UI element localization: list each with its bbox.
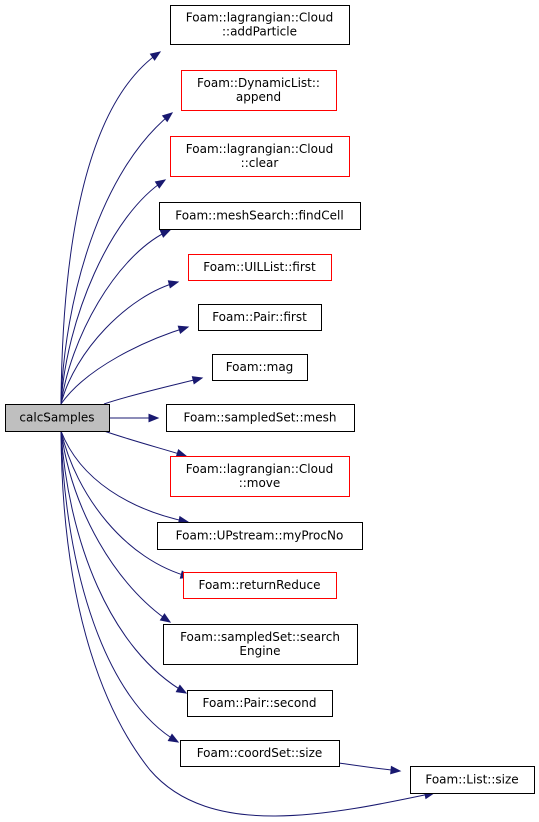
edge-calcSamples-to-cloud-clear bbox=[60, 179, 167, 405]
edge-calcSamples-to-cloud-move bbox=[103, 430, 188, 458]
edges-layer bbox=[60, 51, 436, 817]
arrowhead-icon bbox=[177, 325, 190, 334]
node-box[interactable] bbox=[183, 572, 337, 599]
node-coordset-size[interactable]: Foam::coordSet::size bbox=[180, 740, 340, 767]
node-label: Foam::meshSearch::findCell bbox=[175, 209, 343, 223]
arrowhead-icon bbox=[154, 179, 167, 189]
node-cloud-clear[interactable]: Foam::lagrangian::Cloud::clear bbox=[170, 136, 350, 177]
node-box[interactable] bbox=[187, 690, 333, 717]
node-meshsearch-findcell[interactable]: Foam::meshSearch::findCell bbox=[159, 202, 361, 230]
node-returnreduce[interactable]: Foam::returnReduce bbox=[183, 572, 337, 599]
node-label: Foam::sampledSet::search bbox=[180, 630, 340, 644]
node-label: Foam::returnReduce bbox=[198, 578, 320, 592]
edge-line bbox=[60, 281, 179, 405]
node-box[interactable] bbox=[170, 5, 350, 45]
node-label: Foam::coordSet::size bbox=[197, 746, 323, 760]
edge-line bbox=[60, 229, 171, 405]
node-label: ::move bbox=[239, 476, 281, 490]
node-sampledset-mesh[interactable]: Foam::sampledSet::mesh bbox=[166, 404, 355, 432]
node-box[interactable] bbox=[166, 404, 355, 432]
node-box[interactable] bbox=[198, 304, 322, 331]
arrowhead-icon bbox=[191, 376, 204, 385]
node-list-size[interactable]: Foam::List::size bbox=[410, 766, 535, 794]
edge-calcSamples-to-uillist-first bbox=[60, 280, 180, 405]
arrowhead-icon bbox=[159, 613, 172, 623]
node-label: Foam::lagrangian::Cloud bbox=[186, 142, 333, 156]
node-label: ::addParticle bbox=[222, 25, 297, 39]
edge-coordset-size-to-list-size bbox=[338, 762, 402, 775]
edge-calcSamples-to-coordset-size bbox=[60, 430, 180, 743]
node-cloud-move[interactable]: Foam::lagrangian::Cloud::move bbox=[170, 456, 350, 497]
edge-calcSamples-to-dynamiclist-append bbox=[60, 112, 174, 405]
node-pair-first[interactable]: Foam::Pair::first bbox=[198, 304, 322, 331]
arrowhead-icon bbox=[159, 229, 172, 238]
node-label: Foam::Pair::first bbox=[212, 310, 307, 324]
edge-line bbox=[60, 112, 173, 405]
arrowhead-icon bbox=[149, 51, 162, 61]
node-box[interactable] bbox=[170, 136, 350, 177]
node-box[interactable] bbox=[163, 624, 358, 665]
node-label: calcSamples bbox=[19, 411, 94, 425]
node-pair-second[interactable]: Foam::Pair::second bbox=[187, 690, 333, 717]
edge-calcSamples-to-sampledset-searchengine bbox=[60, 430, 172, 623]
edge-calcSamples-to-sampledset-mesh bbox=[109, 413, 160, 423]
node-label: Foam::UILList::first bbox=[203, 260, 316, 274]
edge-line bbox=[103, 430, 187, 457]
edge-line bbox=[60, 51, 161, 405]
edge-line bbox=[60, 179, 166, 405]
node-label: Foam::sampledSet::mesh bbox=[184, 411, 337, 425]
edge-line bbox=[103, 377, 203, 405]
edge-line bbox=[60, 430, 189, 523]
node-label: Foam::lagrangian::Cloud bbox=[186, 11, 333, 25]
arrowhead-icon bbox=[175, 684, 188, 694]
edge-calcSamples-to-cloud-addParticle bbox=[60, 51, 162, 405]
edge-calcSamples-to-meshsearch-findcell bbox=[60, 229, 172, 405]
node-label: Foam::List::size bbox=[425, 773, 518, 787]
arrowhead-icon bbox=[167, 280, 180, 289]
node-cloud-addParticle[interactable]: Foam::lagrangian::Cloud::addParticle bbox=[170, 5, 350, 45]
arrowhead-icon bbox=[148, 413, 160, 423]
node-box[interactable] bbox=[410, 766, 535, 794]
node-dynamiclist-append[interactable]: Foam::DynamicList::append bbox=[181, 70, 337, 111]
node-mag[interactable]: Foam::mag bbox=[212, 354, 308, 381]
edge-calcSamples-to-pair-second bbox=[60, 430, 188, 694]
node-label: Foam::lagrangian::Cloud bbox=[186, 462, 333, 476]
edge-calcSamples-to-mag bbox=[103, 376, 204, 405]
node-label: Foam::UPstream::myProcNo bbox=[176, 529, 344, 543]
node-label: Foam::mag bbox=[226, 360, 294, 374]
edge-calcSamples-to-upstream-myprocno bbox=[60, 430, 190, 525]
node-label: Engine bbox=[239, 644, 280, 658]
node-label: ::clear bbox=[241, 156, 279, 170]
edge-line bbox=[60, 430, 171, 623]
arrowhead-icon bbox=[161, 112, 174, 123]
edge-line bbox=[60, 430, 191, 578]
node-box[interactable] bbox=[180, 740, 340, 767]
node-calcSamples[interactable]: calcSamples bbox=[5, 404, 110, 432]
node-box[interactable] bbox=[188, 254, 332, 281]
node-uillist-first[interactable]: Foam::UILList::first bbox=[188, 254, 332, 281]
arrowhead-icon bbox=[390, 765, 402, 775]
node-box[interactable] bbox=[170, 456, 350, 497]
edge-line bbox=[60, 430, 435, 817]
nodes-layer: calcSamplesFoam::lagrangian::Cloud::addP… bbox=[5, 5, 535, 794]
edge-line bbox=[60, 430, 187, 694]
edge-line bbox=[60, 326, 189, 405]
arrowhead-icon bbox=[167, 733, 180, 743]
node-box[interactable] bbox=[157, 522, 363, 550]
node-label: append bbox=[236, 90, 281, 104]
arrowhead-icon bbox=[175, 449, 188, 458]
node-box[interactable] bbox=[5, 404, 110, 432]
node-box[interactable] bbox=[212, 354, 308, 381]
edge-line bbox=[60, 430, 179, 743]
node-box[interactable] bbox=[159, 202, 361, 230]
node-box[interactable] bbox=[181, 70, 337, 111]
node-upstream-myprocno[interactable]: Foam::UPstream::myProcNo bbox=[157, 522, 363, 550]
node-label: Foam::Pair::second bbox=[203, 696, 317, 710]
edge-calcSamples-to-pair-first bbox=[60, 325, 190, 405]
node-label: Foam::DynamicList:: bbox=[197, 76, 320, 90]
